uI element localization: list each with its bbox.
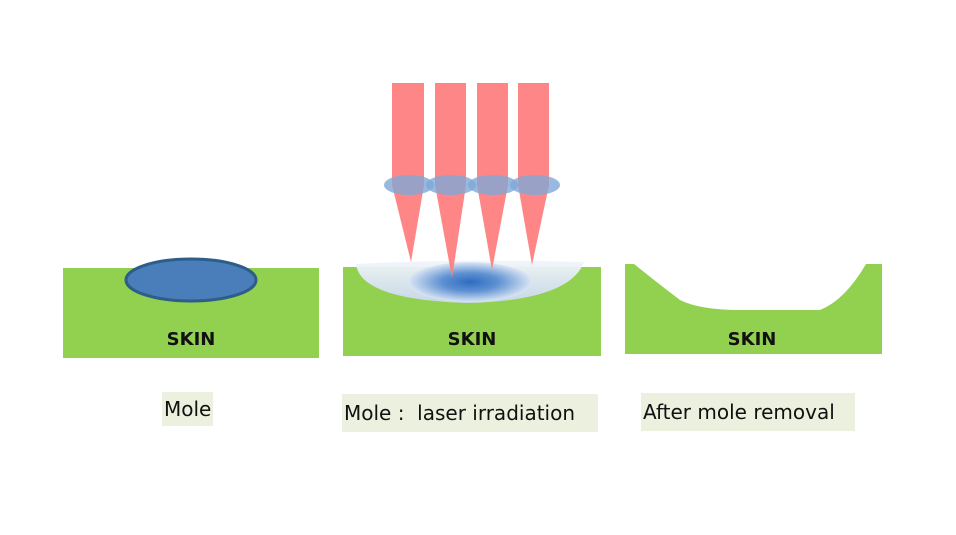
skin-label: SKIN [167,329,216,350]
mole [124,257,258,303]
caption-after-removal: After mole removal [641,393,855,431]
mole-under-laser [408,262,532,302]
focal-spot [384,175,434,195]
laser-beam [518,83,549,265]
laser-beam [392,83,424,262]
skin-label: SKIN [728,329,777,350]
skin-block-with-cavity [625,264,882,354]
focal-spot [426,175,476,195]
caption-mole: Mole [162,392,214,426]
panel-laser-irradiation: SKIN [343,83,601,356]
panel-after-removal: SKIN [625,264,882,354]
caption-laser-irradiation: Mole : laser irradiation [342,394,598,432]
focal-spots [384,175,560,195]
panel-mole: SKIN [63,257,319,358]
skin-label: SKIN [448,329,497,350]
focal-spot [510,175,560,195]
laser-beams [392,83,549,278]
focal-spot [468,175,518,195]
